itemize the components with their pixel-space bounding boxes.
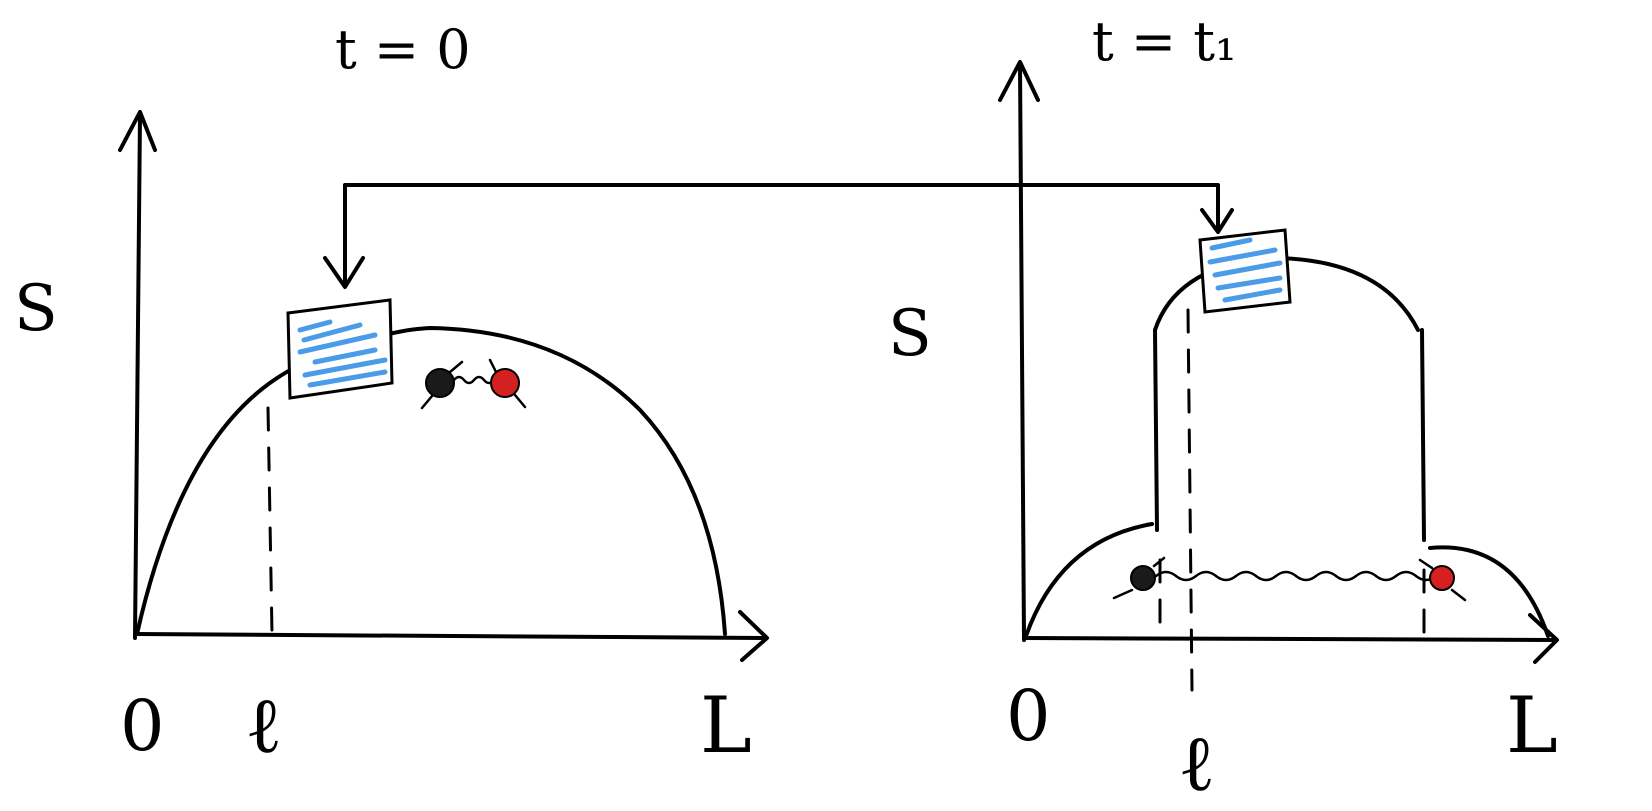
right-length-label: L [1506,681,1558,771]
left-ell-label: ℓ [245,681,282,771]
right-entropy-left-wall [1155,330,1157,530]
right-ell-dashed-line [1188,310,1192,690]
left-particle-pair [422,360,525,408]
right-pair-link [1156,572,1436,580]
left-ell-dashed-line [268,408,272,634]
left-origin-label: 0 [120,685,165,767]
left-panel: t = 0 S 0 ℓ L [14,18,767,771]
right-subsystem-box [1200,230,1290,312]
right-time-label: t = t₁ [1092,10,1237,73]
right-panel: t = t₁ S [888,10,1558,809]
left-subsystem-box [288,300,392,398]
left-length-label: L [700,681,752,771]
right-entropy-right-wall [1422,330,1424,540]
right-x-axis [1024,638,1555,640]
right-y-axis-label: S [888,297,932,371]
right-origin-label: 0 [1006,675,1051,757]
right-particle-pair [1114,558,1465,600]
connector-arrow [325,185,1232,287]
left-x-axis [135,634,765,638]
right-red-particle [1430,566,1454,590]
left-y-axis-label: S [14,272,58,346]
left-time-label: t = 0 [335,18,471,81]
left-y-axis [135,115,140,638]
right-dark-particle [1131,566,1155,590]
right-entropy-right-bump [1430,547,1548,636]
left-red-particle [491,369,519,397]
left-y-axis-arrowhead [120,112,155,150]
right-ell-label: ℓ [1178,719,1215,809]
right-y-axis [1020,65,1024,640]
left-pair-link [454,377,494,383]
